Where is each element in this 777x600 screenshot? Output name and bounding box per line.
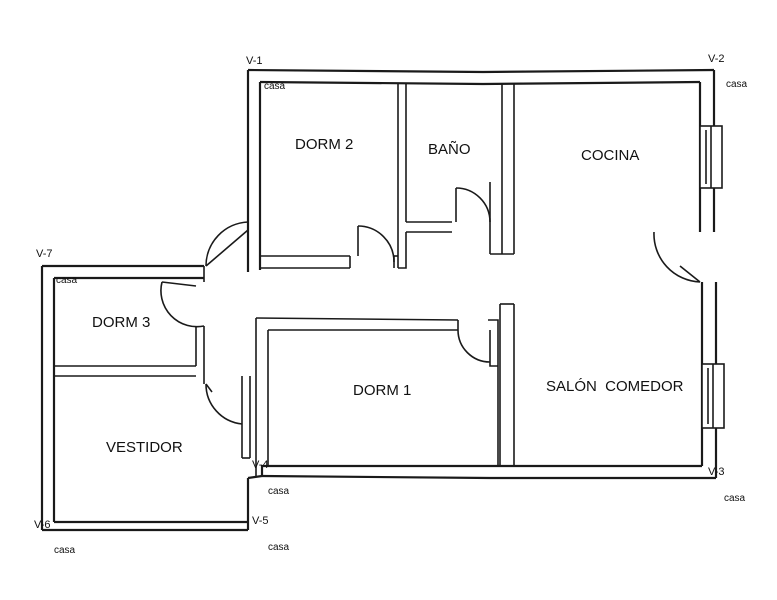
room-label-dorm2: DORM 2 <box>295 136 353 153</box>
exterior-walls <box>40 68 718 532</box>
vertex-label-v1: V-1 <box>246 55 263 67</box>
door-dorm3 <box>161 281 197 287</box>
casa-label-v1: casa <box>264 81 286 92</box>
room-label-dorm1: DORM 1 <box>353 382 411 399</box>
casa-label-v7: casa <box>56 275 78 286</box>
vertex-label-v4: V-4 <box>252 459 269 471</box>
room-label-vestidor: VESTIDOR <box>106 439 183 456</box>
vertex-label-v7: V-7 <box>36 248 53 260</box>
door-hall-top <box>205 229 249 267</box>
windows <box>699 125 725 429</box>
casa-labels: casa casa casa casa casa casa casa <box>54 79 748 556</box>
casa-label-v6: casa <box>54 545 76 556</box>
room-label-cocina: COCINA <box>581 147 639 164</box>
casa-label-v2: casa <box>726 79 748 90</box>
vertex-label-v2: V-2 <box>708 53 725 65</box>
casa-label-v5: casa <box>268 542 290 553</box>
vertex-labels: V-1 V-2 V-3 V-4 V-5 V-6 V-7 <box>34 53 725 531</box>
room-label-dorm3: DORM 3 <box>92 314 150 331</box>
vertex-label-v5: V-5 <box>252 515 269 527</box>
room-label-salon-comedor: SALÓN COMEDOR <box>546 378 684 395</box>
casa-label-v4: casa <box>268 486 290 497</box>
room-label-bano: BAÑO <box>428 141 471 158</box>
doors <box>160 187 701 425</box>
door-salon <box>679 265 701 283</box>
vertex-label-v6: V-6 <box>34 519 51 531</box>
door-vestidor <box>205 383 213 393</box>
vertex-label-v3: V-3 <box>708 466 725 478</box>
room-labels: DORM 2 BAÑO COCINA DORM 3 DORM 1 SALÓN C… <box>92 136 684 456</box>
casa-label-v3: casa <box>724 493 746 504</box>
